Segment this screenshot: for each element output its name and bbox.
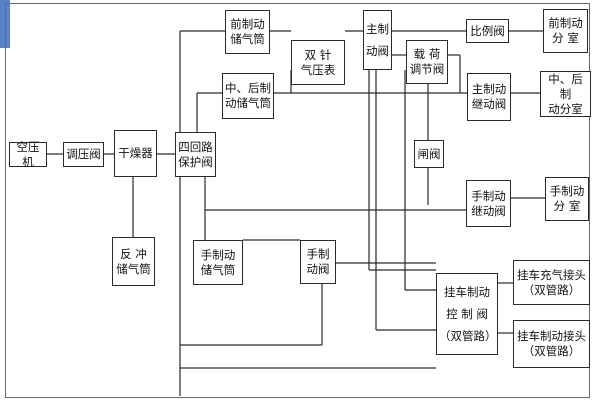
node-mid-rear-brake-reservoir: 中、后制 动储气筒 [222,73,274,119]
node-trailer-brake-coupling: 挂车制动接头 （双管路） [513,320,590,368]
node-hand-brake-chamber: 手制动 分 室 [545,177,589,221]
node-load-regulating-valve: 载 荷 调节阀 [406,40,448,84]
node-trailer-inflation-coupling: 挂车充气接头 （双管路） [513,260,590,305]
node-air-compressor: 空压机 [9,140,47,169]
node-pressure-regulator: 调压阀 [63,142,104,167]
node-reverse-flush-reservoir: 反 冲 储气筒 [112,237,155,286]
node-trailer-brake-control-valve: 挂车制动 控 制 阀 （双管路） [436,273,498,355]
node-dual-needle-gauge: 双 针 气压表 [291,40,345,85]
node-hand-brake-reservoir: 手制动 储气筒 [193,240,243,285]
node-main-brake-relay-valve: 主制动 继动阀 [467,73,511,121]
node-hand-brake-relay-valve: 手制动 继动阀 [466,180,511,227]
node-dryer: 干燥器 [114,130,157,177]
node-main-brake-valve: 主制 动阀 [363,10,392,70]
node-front-brake-reservoir: 前制动 储气筒 [225,10,270,54]
node-gate-valve: 闸阀 [414,140,444,168]
node-front-brake-chamber: 前制动 分 室 [543,9,588,53]
node-hand-brake-valve: 手制 动阀 [300,240,336,284]
node-proportional-valve: 比例阀 [466,19,509,43]
node-mid-rear-brake-chamber: 中、后制 动分室 [540,71,591,117]
node-four-circuit-protection-valve: 四回路 保护阀 [175,132,216,177]
